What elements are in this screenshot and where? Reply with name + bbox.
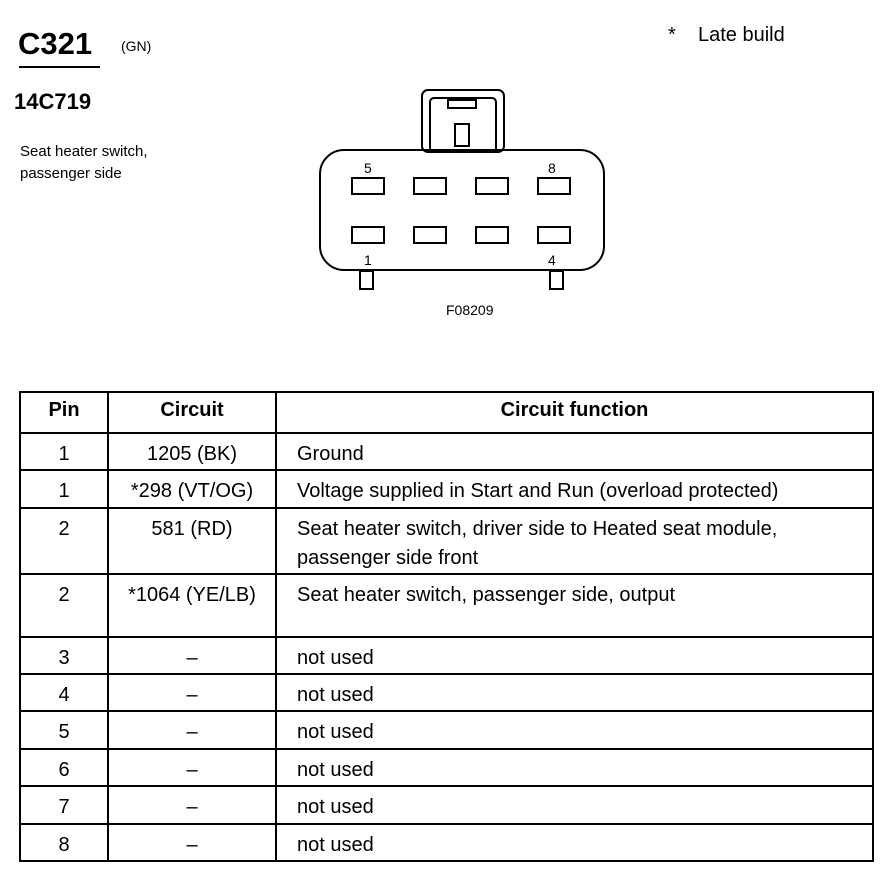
table-row: 1 *298 (VT/OG) Voltage supplied in Start… [19,469,874,509]
circuit-cell: – [107,823,277,862]
pin-cell: 3 [19,636,109,675]
function-cell: Seat heater switch, driver side to Heate… [275,507,874,575]
pin-cell: 6 [19,748,109,787]
function-cell: not used [275,823,874,862]
pin-label-8: 8 [548,160,556,176]
pin-cell: 7 [19,785,109,825]
note-symbol: * [668,24,676,46]
figure-id: F08209 [446,302,494,318]
pin-cavity [537,226,571,244]
header-pin: Pin [19,391,109,434]
pin-cell: 2 [19,507,109,575]
circuit-cell: *298 (VT/OG) [107,469,277,509]
late-build-note: * Late build [668,24,785,47]
pin-cell: 1 [19,432,109,471]
connector-face-diagram: 5 8 1 4 [319,89,605,290]
pin-label-1: 1 [364,252,372,268]
pin-cell: 1 [19,469,109,509]
pin-cavity [413,226,447,244]
circuit-cell: – [107,785,277,825]
note-text: Late build [698,24,785,46]
description-line-2: passenger side [20,165,122,182]
description-line-1: Seat heater switch, [20,143,148,160]
table-row: 5 – not used [19,710,874,750]
pin-cavity [475,177,509,195]
circuit-cell: *1064 (YE/LB) [107,573,277,638]
pin-cell: 4 [19,673,109,712]
connector-foot [359,270,374,290]
pin-label-4: 4 [548,252,556,268]
part-number: 14C719 [14,89,92,114]
circuit-cell: – [107,636,277,675]
table-row: 8 – not used [19,823,874,862]
header-circuit: Circuit [107,391,277,434]
connector-color: (GN) [121,38,152,54]
connector-foot [549,270,564,290]
function-cell: Seat heater switch, passenger side, outp… [275,573,874,638]
pin-cavity [475,226,509,244]
table-row: 3 – not used [19,636,874,675]
table-row: 1 1205 (BK) Ground [19,432,874,471]
pin-cavity [413,177,447,195]
function-cell: not used [275,785,874,825]
pin-cell: 5 [19,710,109,750]
circuit-cell: 581 (RD) [107,507,277,575]
pin-cavity [537,177,571,195]
table-header-row: Pin Circuit Circuit function [19,391,874,434]
table-row: 6 – not used [19,748,874,787]
pin-cavity [351,177,385,195]
circuit-cell: 1205 (BK) [107,432,277,471]
connector-id-underline [19,66,100,68]
circuit-cell: – [107,673,277,712]
function-cell: Ground [275,432,874,471]
table-row: 2 *1064 (YE/LB) Seat heater switch, pass… [19,573,874,638]
circuit-cell: – [107,710,277,750]
connector-description: Seat heater switch, passenger side [20,141,148,185]
function-cell: not used [275,636,874,675]
connector-body [319,149,605,271]
header-circuit-function: Circuit function [275,391,874,434]
table-row: 4 – not used [19,673,874,712]
pin-cavity [351,226,385,244]
circuit-cell: – [107,748,277,787]
pin-label-5: 5 [364,160,372,176]
pin-cell: 2 [19,573,109,638]
function-cell: not used [275,673,874,712]
table-row: 2 581 (RD) Seat heater switch, driver si… [19,507,874,575]
function-cell: Voltage supplied in Start and Run (overl… [275,469,874,509]
pin-table: Pin Circuit Circuit function 1 1205 (BK)… [19,391,874,862]
pin-cell: 8 [19,823,109,862]
table-row: 7 – not used [19,785,874,825]
connector-id: C321 [18,26,93,61]
function-cell: not used [275,748,874,787]
function-cell: not used [275,710,874,750]
